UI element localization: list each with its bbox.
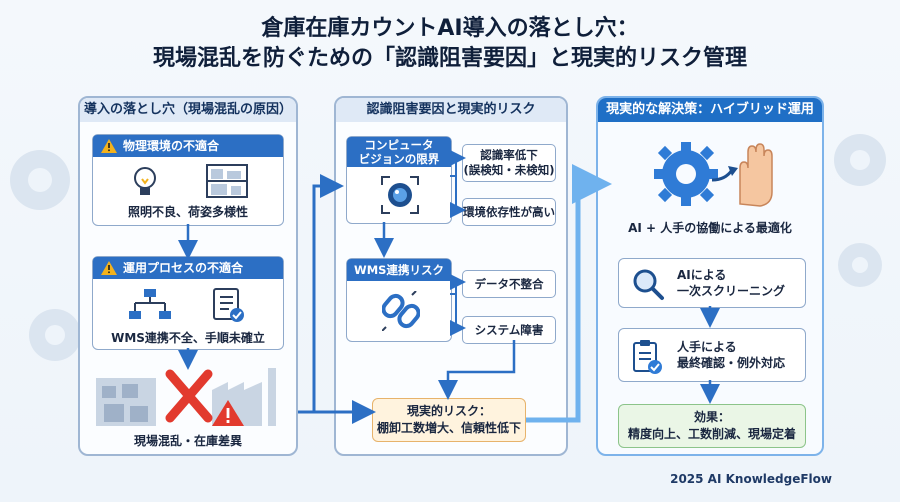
camera-lens-icon	[381, 176, 419, 214]
hybrid-caption: AI + 人手の協働による最適化	[628, 221, 792, 235]
footer-credit: 2025 AI KnowledgeFlow	[670, 472, 832, 486]
recognition-drop-box: 認識率低下 (誤検知・未検知)	[462, 144, 556, 182]
effect-box: 効果： 精度向上、工数削減、現場定着	[618, 404, 806, 448]
process-box: 運用プロセスの不適合 WMS連携不全、手順未確立	[92, 256, 284, 350]
human-check-box: 人手による 最終確認・例外対応	[618, 328, 806, 382]
pitfalls-column-header: 導入の落とし穴（現場混乱の原因）	[80, 98, 296, 122]
wms-risk-box: WMS連携リスク	[346, 258, 452, 342]
ai-screening-line2: 一次スクリーニング	[677, 284, 786, 298]
process-title: 運用プロセスの不適合	[123, 261, 244, 275]
chaos-caption: 現場混乱・在庫差異	[133, 434, 242, 448]
physical-env-caption: 照明不良、荷姿多様性	[127, 205, 248, 219]
risk-factors-column-header: 認識阻害要因と現実的リスク	[336, 98, 566, 122]
effect-detail: 精度向上、工数削減、現場定着	[627, 427, 796, 441]
realistic-risk-detail: 棚卸工数増大、信頼性低下	[376, 421, 521, 435]
cv-limits-title: コンピュータ ビジョンの限界	[347, 137, 451, 167]
physical-env-box: 物理環境の不適合 照明不良、荷姿多様性	[92, 134, 284, 226]
effect-label: 効果：	[693, 410, 730, 424]
ai-screening-line1: AIによる	[677, 268, 727, 282]
shelves-boxes-icon	[206, 164, 248, 198]
title-line-1: 倉庫在庫カウントAI導入の落とし穴：	[261, 16, 639, 41]
warning-icon	[101, 139, 117, 153]
magnifier-icon	[633, 269, 664, 300]
broken-link-icon	[382, 291, 420, 331]
human-check-line2: 最終確認・例外対応	[677, 356, 786, 370]
realistic-risk-box: 現実的リスク： 棚卸工数増大、信頼性低下	[372, 398, 526, 442]
cv-limits-box: コンピュータ ビジョンの限界	[346, 136, 452, 224]
clipboard-check-icon	[633, 340, 662, 374]
human-check-line1: 人手による	[677, 340, 737, 354]
pitfalls-column: 導入の落とし穴（現場混乱の原因） 物理環境の不適合 照明不良、荷姿多様性 運用プ…	[78, 96, 298, 456]
wms-risk-title: WMS連携リスク	[347, 259, 451, 281]
title-line-2: 現場混乱を防ぐための「認識阻害要因」と現実的リスク管理	[152, 46, 747, 71]
gear-hand-icon	[654, 142, 773, 207]
warning-icon	[101, 261, 117, 275]
system-failure-box: システム障害	[462, 316, 556, 344]
flowchart-icon	[129, 289, 171, 319]
solution-column-header: 現実的な解決策：ハイブリッド運用	[598, 98, 822, 122]
lightbulb-icon	[134, 167, 156, 195]
physical-env-title: 物理環境の不適合	[123, 139, 220, 153]
ai-screening-box: AIによる 一次スクリーニング	[618, 258, 806, 308]
realistic-risk-label: 現実的リスク：	[406, 404, 491, 418]
env-dependency-box: 環境依存性が高い	[462, 198, 556, 226]
checklist-icon	[213, 288, 244, 322]
warehouse-chaos-icon	[96, 368, 276, 426]
process-caption: WMS連携不全、手順未確立	[111, 331, 265, 345]
